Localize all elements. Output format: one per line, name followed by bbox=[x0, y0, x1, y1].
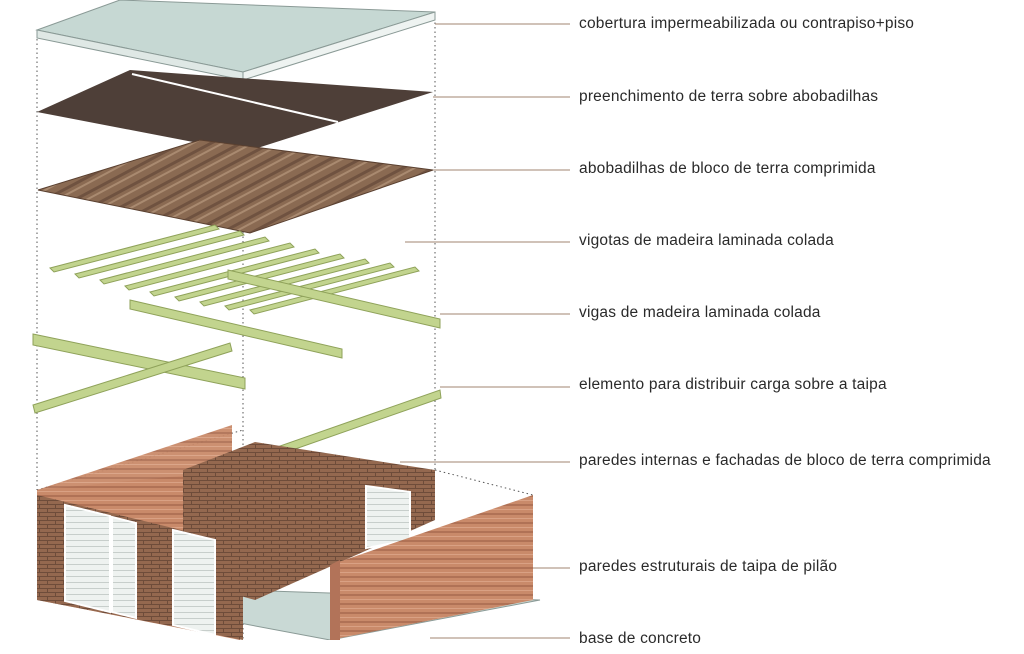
label-base: base de concreto bbox=[579, 630, 702, 647]
label-beams: vigas de madeira laminada colada bbox=[579, 304, 821, 321]
beams-layer bbox=[129, 269, 441, 359]
label-distribution: elemento para distribuir carga sobre a t… bbox=[579, 376, 887, 393]
joists-layer bbox=[49, 224, 420, 315]
distribution-elements bbox=[32, 333, 442, 469]
label-inner-walls: paredes internas e fachadas de bloco de … bbox=[579, 452, 991, 469]
label-earth-fill: preenchimento de terra sobre abobadilhas bbox=[579, 88, 879, 105]
label-cover: cobertura impermeabilizada ou contrapiso… bbox=[579, 15, 915, 32]
leader-lines bbox=[400, 23, 570, 639]
label-joists: vigotas de madeira laminada colada bbox=[579, 232, 834, 249]
building-walls bbox=[37, 425, 533, 640]
roof-slab bbox=[35, 0, 436, 81]
vault-layer bbox=[37, 139, 434, 234]
label-rammed-walls: paredes estruturais de taipa de pilão bbox=[579, 558, 838, 575]
exploded-axonometric-diagram bbox=[32, 0, 570, 640]
label-vaults: abobadilhas de bloco de terra comprimida bbox=[579, 160, 876, 177]
earth-fill-layer bbox=[37, 70, 433, 152]
